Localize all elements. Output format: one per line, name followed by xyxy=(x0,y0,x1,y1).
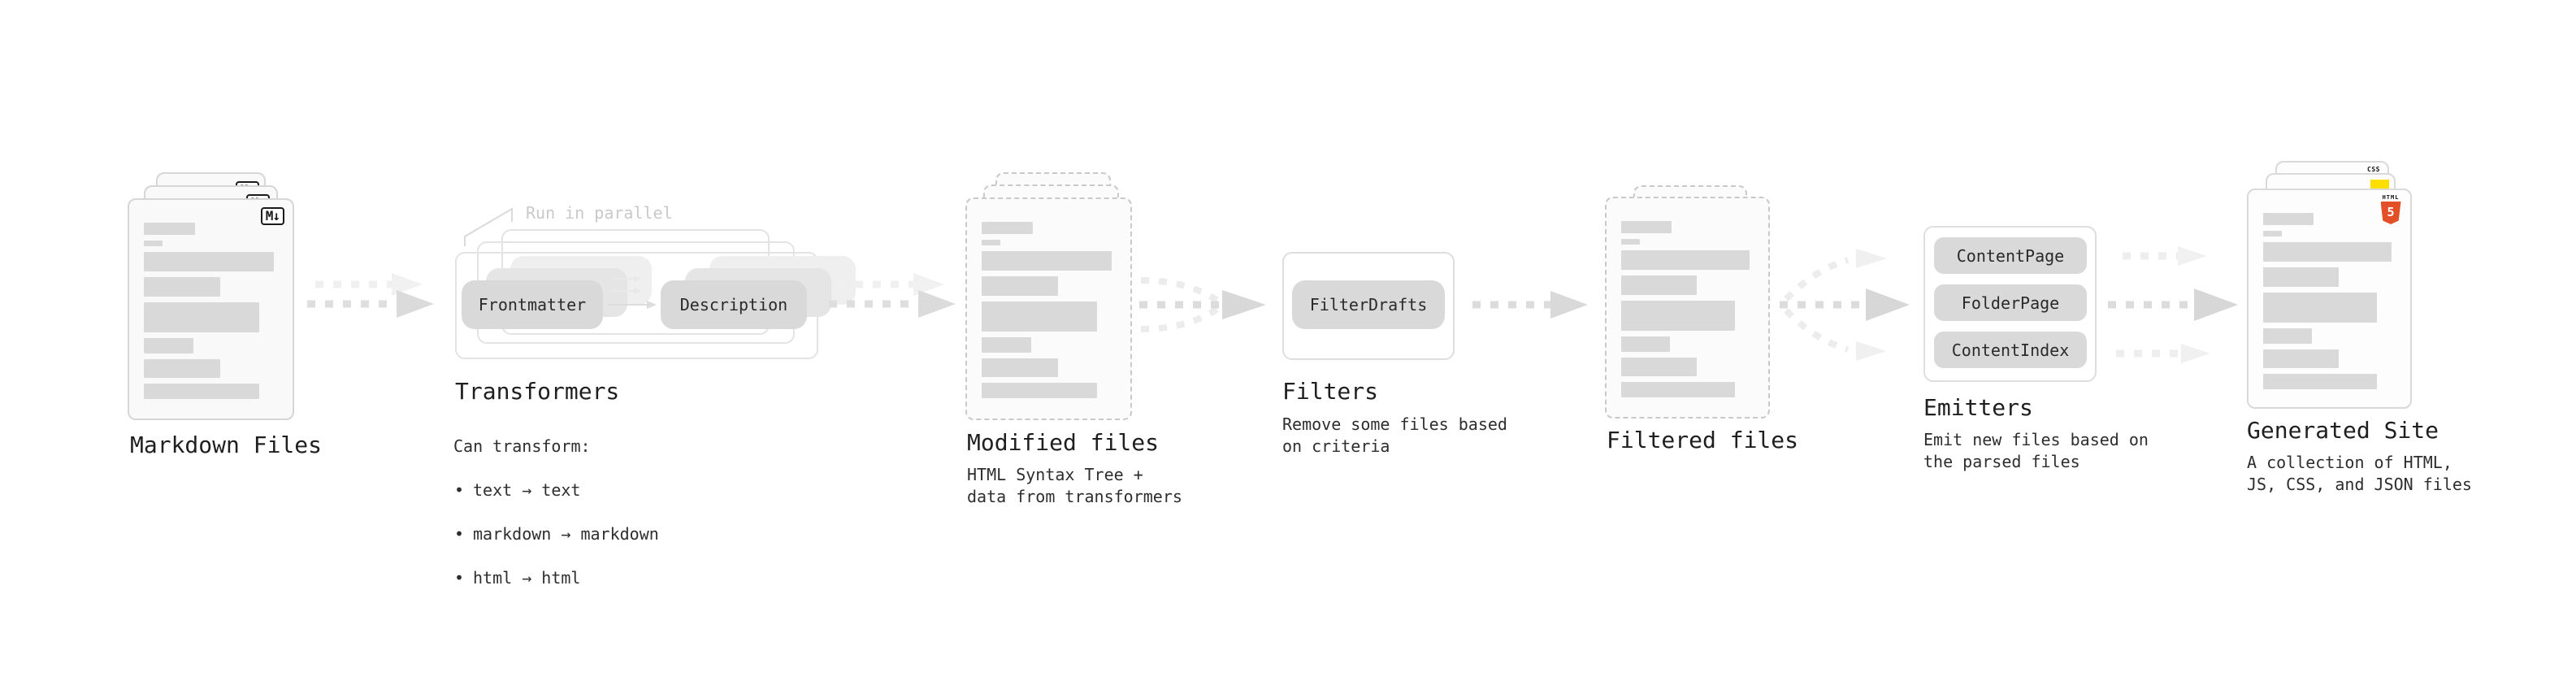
arrow-modified-to-filters xyxy=(1139,277,1266,332)
folderpage-chip: FolderPage xyxy=(1934,284,2087,321)
document-content-placeholder xyxy=(144,223,278,399)
contentpage-chip: ContentPage xyxy=(1934,237,2087,274)
arrow-filters-to-filtered xyxy=(1472,291,1588,319)
transform-bullet-text: markdown → markdown xyxy=(473,524,659,544)
contentindex-chip: ContentIndex xyxy=(1934,332,2087,368)
generated-site-description: A collection of HTML, JS, CSS, and JSON … xyxy=(2247,453,2472,494)
folderpage-chip-label: FolderPage xyxy=(1961,293,2060,313)
emitters-description: Emit new files based on the parsed files xyxy=(1923,430,2149,471)
frontmatter-chip-label: Frontmatter xyxy=(478,295,587,314)
bullet-icon: • xyxy=(453,568,465,588)
markdown-file-card-front: M↓ xyxy=(128,198,294,420)
transformers-description: Can transform: • text → text • markdown … xyxy=(453,414,659,611)
markdown-files-label: Markdown Files xyxy=(130,432,323,458)
description-chip: Description xyxy=(661,280,807,329)
arrow-filtered-to-emitters xyxy=(1780,249,1910,361)
run-in-parallel-label: Run in parallel xyxy=(526,203,673,223)
bullet-icon: • xyxy=(453,480,465,500)
contentindex-chip-label: ContentIndex xyxy=(1951,340,2070,360)
run-in-parallel-leader-line xyxy=(464,207,513,246)
generated-site-label: Generated Site xyxy=(2247,417,2439,444)
html5-icon-word: HTML xyxy=(2382,194,2400,201)
transform-bullet: • html → html xyxy=(453,567,659,589)
filterdrafts-chip: FilterDrafts xyxy=(1292,280,1445,329)
markdown-icon: M↓ xyxy=(260,207,284,225)
filters-description: Remove some files based on criteria xyxy=(1282,414,1507,456)
description-chip-label: Description xyxy=(679,295,788,314)
modified-files-label: Modified files xyxy=(967,429,1160,456)
transformers-description-heading: Can transform: xyxy=(453,436,591,456)
modified-files-description: HTML Syntax Tree + data from transformer… xyxy=(967,465,1182,506)
filtered-files-label: Filtered files xyxy=(1607,427,1799,453)
html5-icon-shield: 5 xyxy=(2380,202,2401,224)
filterdrafts-chip-label: FilterDrafts xyxy=(1309,295,1428,314)
document-content-placeholder xyxy=(1621,221,1754,397)
html5-icon: HTML 5 xyxy=(2380,194,2401,224)
filters-title: Filters xyxy=(1282,378,1379,405)
transform-bullet: • markdown → markdown xyxy=(453,523,659,545)
filtered-file-card-front xyxy=(1605,197,1770,419)
transform-bullet-text: text → text xyxy=(473,480,581,500)
modified-file-card-front xyxy=(965,197,1132,420)
arrow-emitters-to-generated xyxy=(2108,246,2238,363)
arrow-transformers-to-modified xyxy=(829,273,956,318)
parallel-transform-arrows xyxy=(608,275,657,309)
transform-bullet-text: html → html xyxy=(473,568,581,588)
transformers-title: Transformers xyxy=(455,378,620,405)
document-content-placeholder xyxy=(2263,213,2396,389)
bullet-icon: • xyxy=(453,524,465,544)
transform-bullet: • text → text xyxy=(453,479,659,501)
emitters-title: Emitters xyxy=(1923,394,2033,421)
generated-html-file-card: HTML 5 xyxy=(2247,189,2412,409)
frontmatter-chip: Frontmatter xyxy=(462,280,603,329)
document-content-placeholder xyxy=(982,222,1116,398)
contentpage-chip-label: ContentPage xyxy=(1956,245,2065,266)
arrow-markdown-to-transformers xyxy=(307,273,434,318)
js-icon xyxy=(2370,180,2389,190)
